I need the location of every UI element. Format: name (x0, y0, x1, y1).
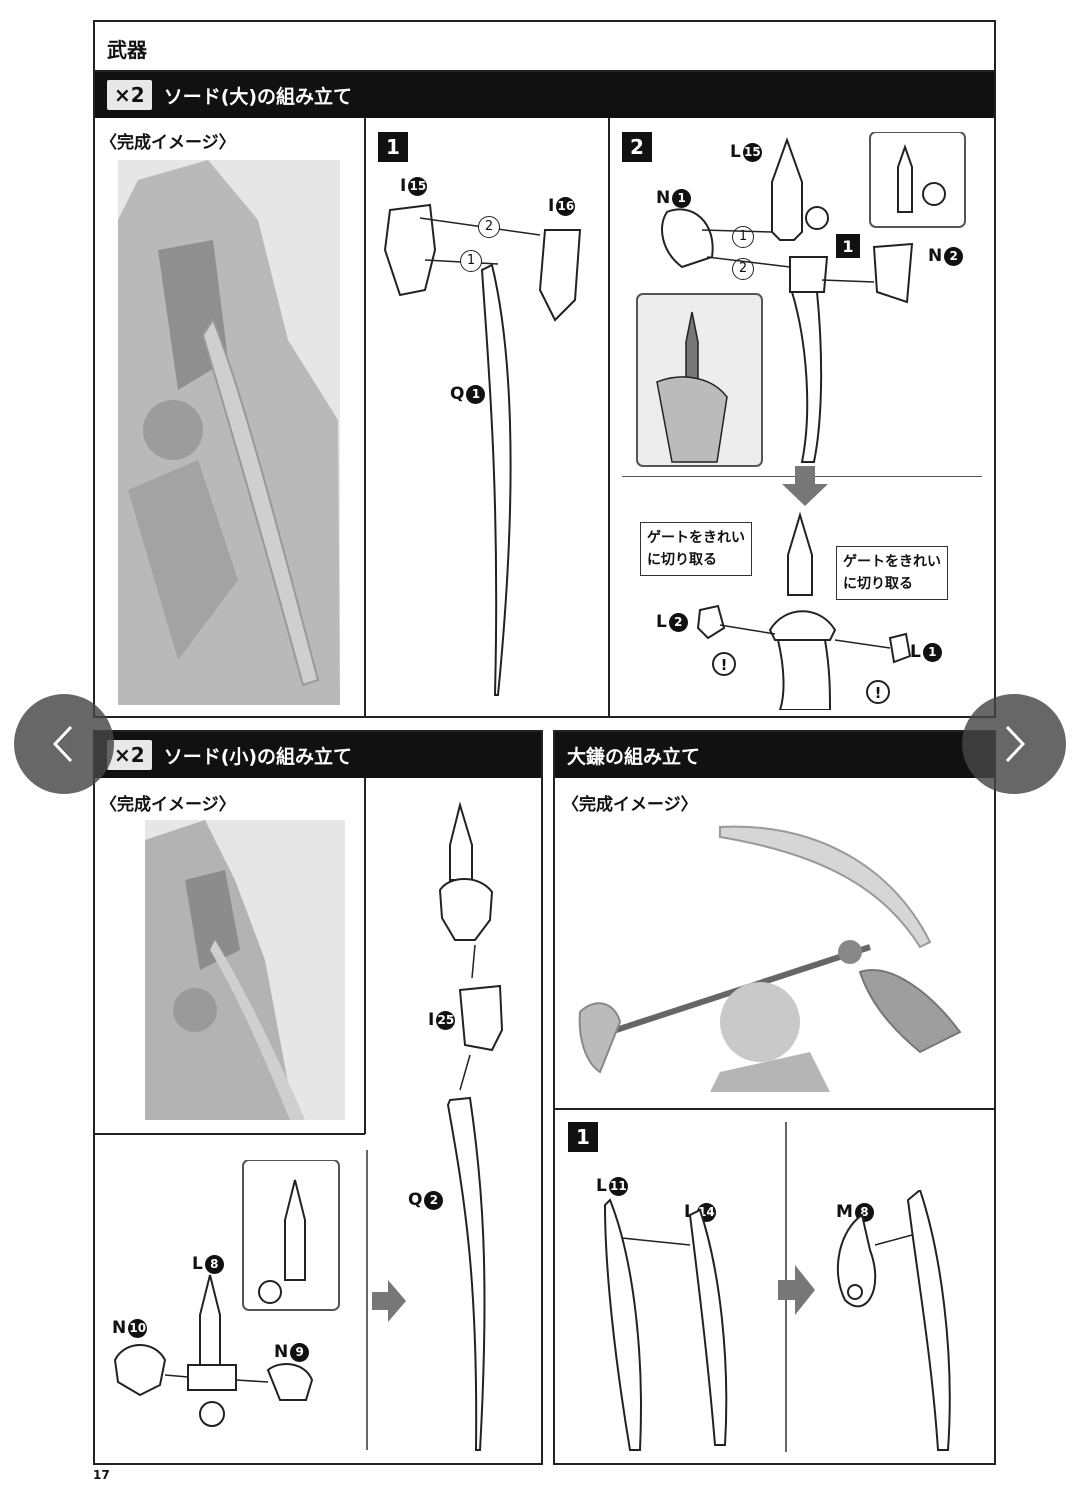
step2-diagram (612, 132, 992, 477)
completed-image-label: 〈完成イメージ〉 (562, 795, 698, 815)
order-mark: 2 (478, 216, 500, 238)
divider (555, 1108, 994, 1110)
large-sword-completed-photo (118, 160, 340, 705)
small-sword-diagram (420, 800, 530, 1455)
reference-step-badge: 1 (836, 234, 860, 258)
order-mark: 1 (460, 250, 482, 272)
right-arrow (372, 1280, 406, 1322)
step2-final-diagram (690, 510, 920, 710)
page-title: 武器 (93, 20, 996, 70)
caution-icon: ! (866, 680, 890, 704)
section-title: ソード(大)の組み立て (163, 85, 353, 108)
down-arrow (782, 466, 828, 506)
small-sword-sub-diagram (100, 1160, 350, 1450)
divider (95, 1133, 365, 1135)
completed-image-label: 〈完成イメージ〉 (100, 795, 236, 815)
gate-cut-callout-right: ゲートをきれい に切り取る (836, 546, 948, 600)
scythe-header: 大鎌の組み立て (555, 732, 994, 778)
chevron-left-icon (52, 725, 73, 763)
section-title: 大鎌の組み立て (567, 745, 701, 768)
scythe-step1-diagram (590, 1190, 980, 1455)
prev-page-button[interactable] (14, 694, 114, 794)
step-number: 2 (622, 132, 652, 162)
step-number: 1 (568, 1122, 598, 1152)
step1-diagram (370, 190, 605, 710)
scythe-completed-photo (570, 822, 980, 1092)
completed-image-label: 〈完成イメージ〉 (100, 133, 236, 153)
step-number: 1 (378, 132, 408, 162)
multiplier-badge: ×2 (107, 80, 152, 110)
large-sword-header: ×2 ソード(大)の組み立て (95, 72, 994, 118)
divider (364, 118, 366, 718)
chevron-right-icon (1005, 725, 1026, 763)
section-title: ソード(小)の組み立て (163, 745, 353, 768)
small-sword-header: ×2 ソード(小)の組み立て (95, 732, 541, 778)
small-sword-completed-photo (145, 820, 345, 1120)
next-page-button[interactable] (962, 694, 1066, 794)
multiplier-badge: ×2 (107, 740, 152, 770)
caution-icon: ! (712, 652, 736, 676)
page-number: 17 (93, 1468, 110, 1482)
divider (366, 1150, 368, 1450)
gate-cut-callout-left: ゲートをきれい に切り取る (640, 522, 752, 576)
divider (364, 778, 366, 1134)
divider (608, 118, 610, 718)
order-mark: 2 (732, 258, 754, 280)
